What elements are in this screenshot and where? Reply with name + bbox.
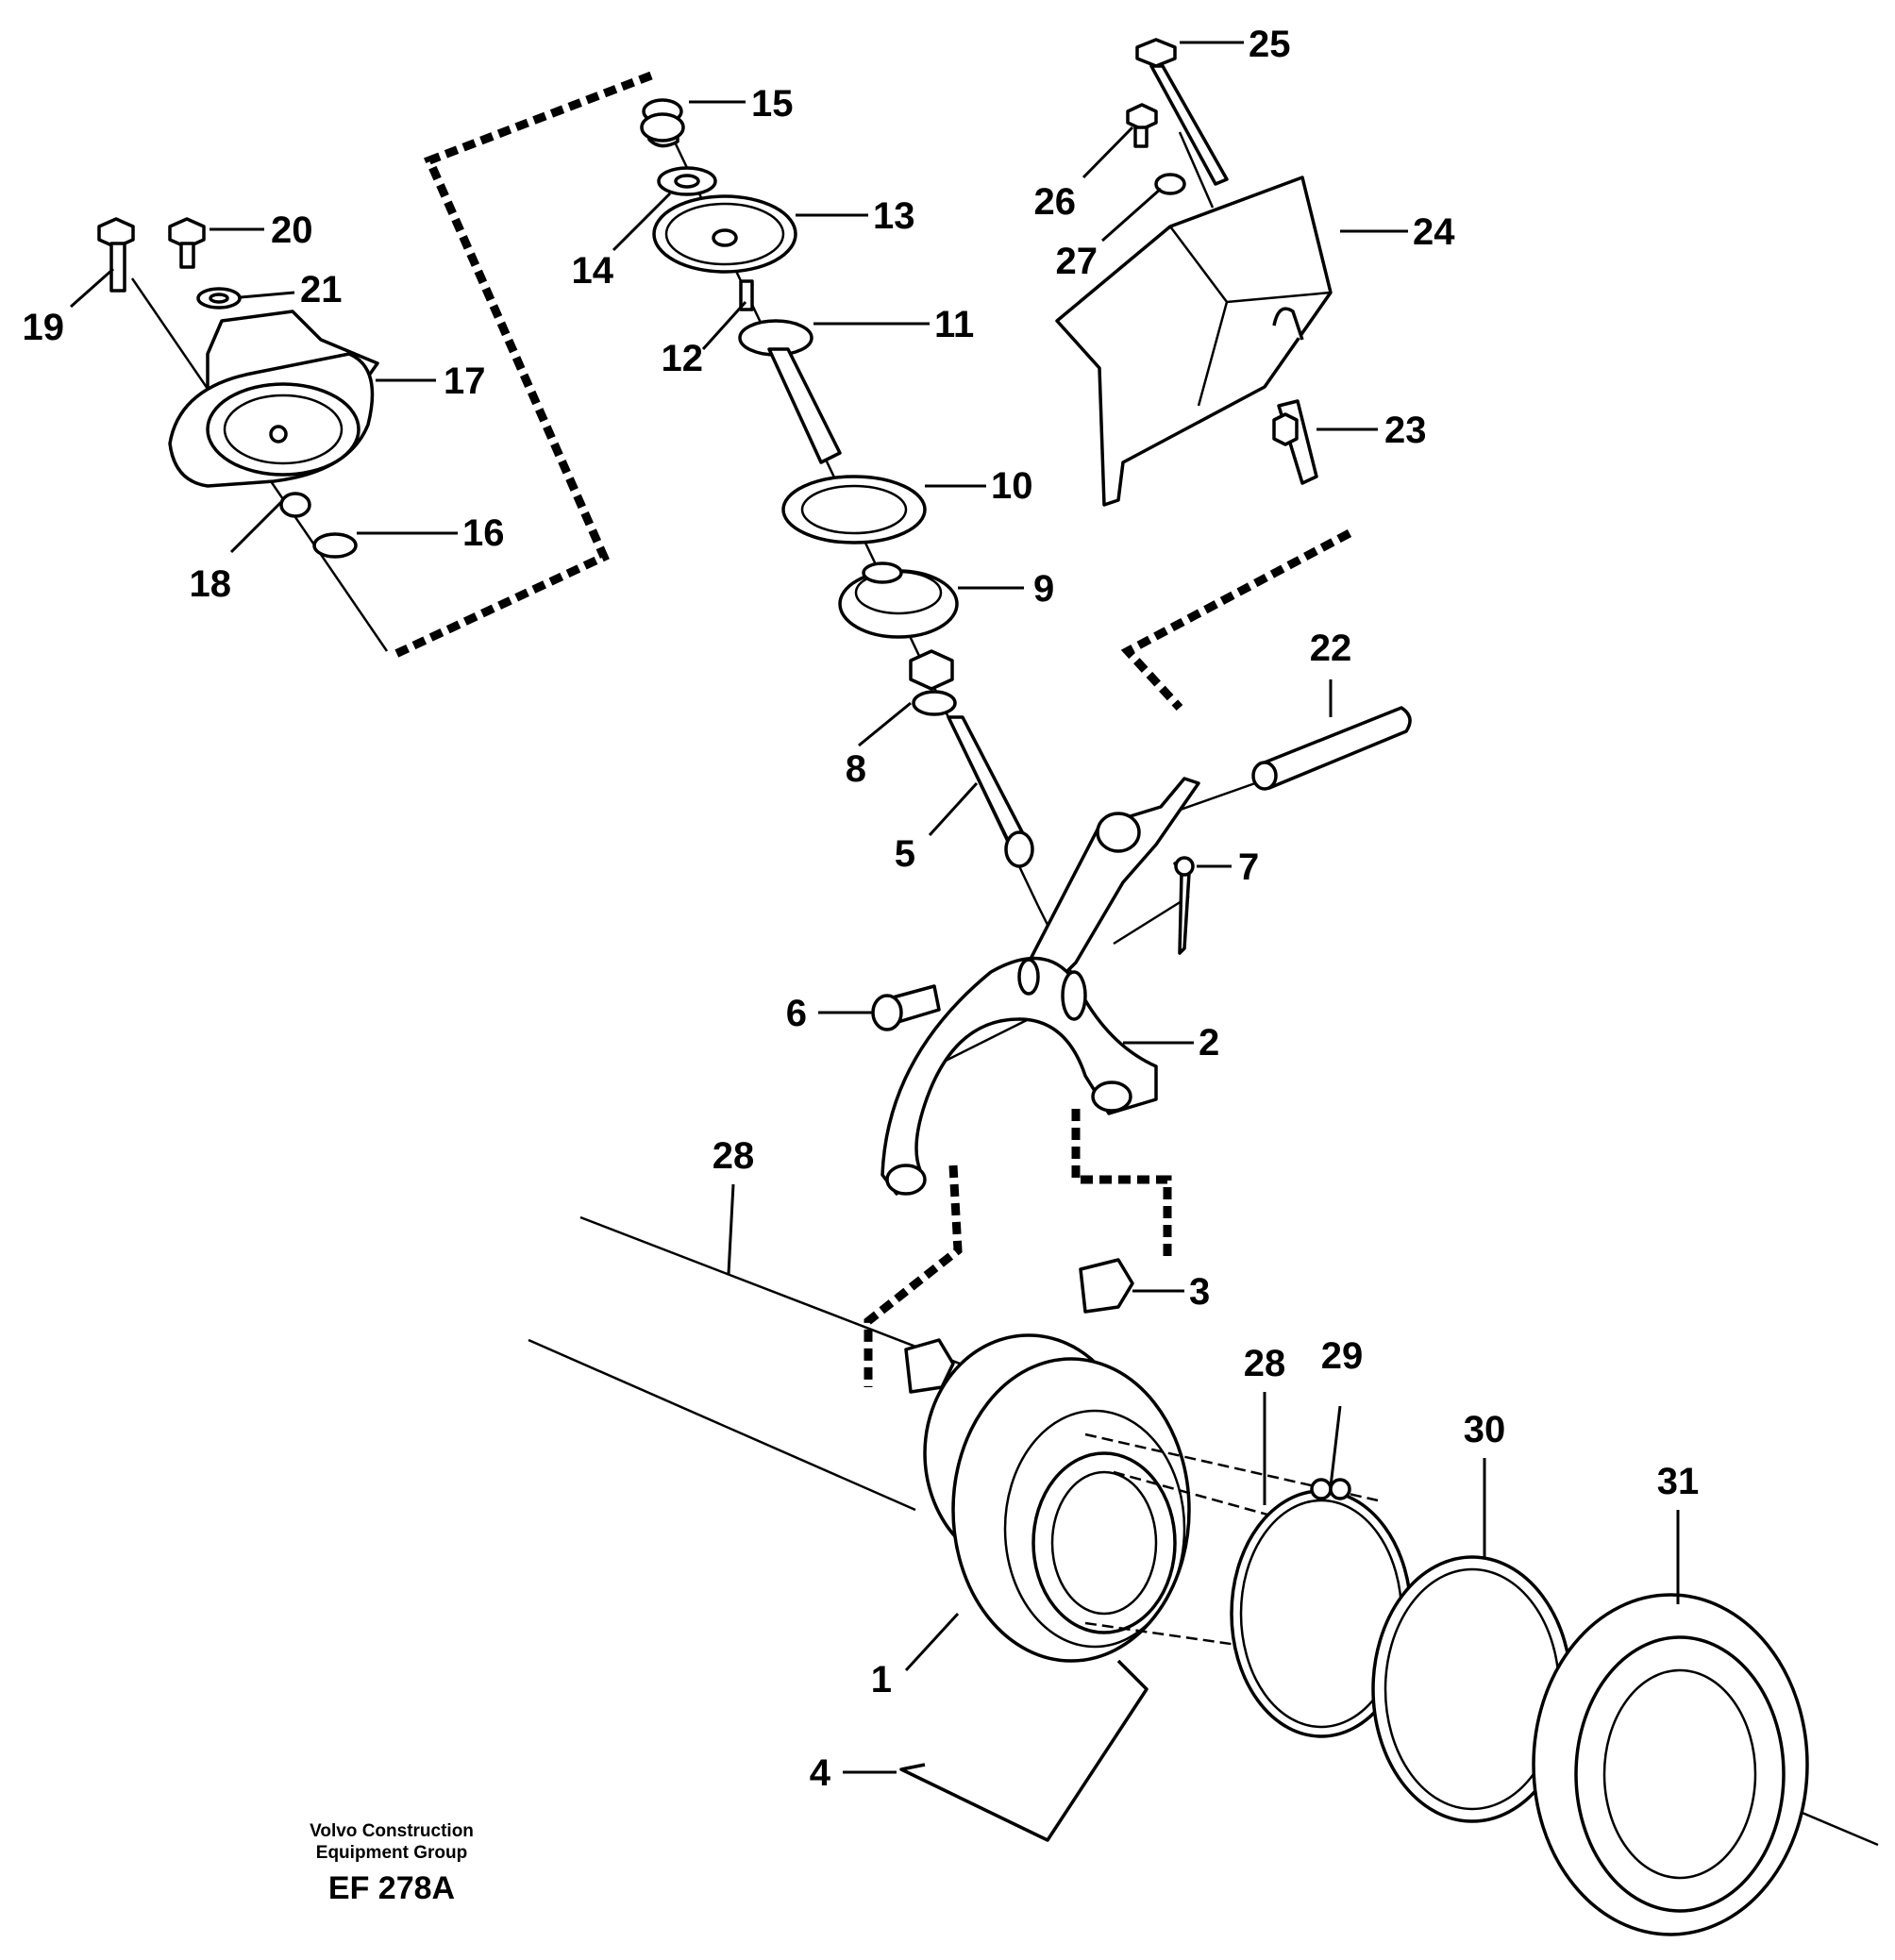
- callout-4: 4: [810, 1752, 831, 1794]
- dashed-connectors: [390, 71, 1352, 1387]
- part-3-pad-left: [904, 1338, 955, 1394]
- part-31-hub: [1532, 1593, 1809, 1936]
- part-23-sensor: [1272, 399, 1318, 485]
- callout-20: 20: [271, 209, 313, 251]
- leader-lines: [70, 41, 1680, 1774]
- part-13-cover-plate: [652, 194, 797, 274]
- callout-labels: 1 2 3 4 5 6 7 8 9 10 11 12 13 14 15 16 1…: [23, 24, 1700, 1794]
- part-15-breather-plug: [640, 98, 685, 148]
- callout-30: 30: [1464, 1409, 1506, 1450]
- callout-10: 10: [991, 465, 1033, 507]
- figure-code: EF 278A: [327, 1870, 456, 1906]
- callout-13: 13: [873, 195, 915, 237]
- part-10-piston: [781, 475, 927, 544]
- callout-12: 12: [662, 338, 704, 379]
- part-14-washer: [657, 166, 717, 196]
- callout-15: 15: [751, 83, 794, 125]
- callout-19: 19: [23, 307, 65, 348]
- callout-26: 26: [1034, 181, 1077, 223]
- callout-16: 16: [462, 512, 505, 554]
- part-26-bolt: [1126, 103, 1158, 148]
- callout-8: 8: [846, 748, 866, 790]
- part-1-coupling-sleeve: [923, 1333, 1191, 1663]
- callout-6: 6: [786, 993, 807, 1034]
- part-24-cover: [1055, 176, 1333, 507]
- part-20-bolt: [168, 217, 206, 269]
- part-6-pin: [871, 984, 941, 1031]
- callout-17: 17: [444, 360, 486, 402]
- footer-company-line2: Equipment Group: [315, 1843, 468, 1863]
- part-8-nut: [909, 649, 957, 716]
- part-27-washer: [1154, 173, 1186, 195]
- part-16-o-ring: [312, 532, 358, 559]
- part-5-push-rod: [947, 715, 1034, 868]
- callout-24: 24: [1413, 211, 1455, 253]
- part-11-piston-rod: [738, 319, 842, 464]
- part-18-plug: [279, 492, 311, 518]
- part-19-bolt: [97, 217, 135, 293]
- callout-11: 11: [934, 304, 974, 345]
- part-3-pad: [1079, 1258, 1134, 1314]
- callout-27: 27: [1056, 241, 1098, 282]
- part-2-shift-fork: [880, 777, 1200, 1196]
- callout-2: 2: [1199, 1022, 1219, 1064]
- callout-28-upper: 28: [713, 1135, 755, 1177]
- part-21-washer: [196, 287, 242, 310]
- callout-5: 5: [895, 833, 915, 875]
- callout-18: 18: [190, 563, 232, 605]
- part-4-spring-clip: [899, 1659, 1149, 1842]
- callout-28-lower: 28: [1244, 1343, 1286, 1384]
- callout-9: 9: [1033, 568, 1054, 610]
- part-25-bolt: [1135, 38, 1229, 186]
- callout-23: 23: [1384, 410, 1427, 451]
- callout-7: 7: [1238, 846, 1259, 888]
- callout-25: 25: [1249, 24, 1291, 65]
- part-9-seal: [838, 561, 959, 639]
- part-17-housing: [168, 310, 379, 488]
- callout-3: 3: [1189, 1271, 1210, 1313]
- part-7-split-pin: [1173, 856, 1195, 955]
- callout-29: 29: [1321, 1335, 1364, 1377]
- footer-company-line1: Volvo Construction: [310, 1821, 474, 1841]
- callout-21: 21: [300, 269, 343, 310]
- callout-14: 14: [572, 250, 614, 292]
- part-22-pin: [1251, 706, 1412, 791]
- callout-31: 31: [1657, 1461, 1700, 1502]
- callout-1: 1: [871, 1659, 892, 1700]
- callout-22: 22: [1310, 628, 1352, 669]
